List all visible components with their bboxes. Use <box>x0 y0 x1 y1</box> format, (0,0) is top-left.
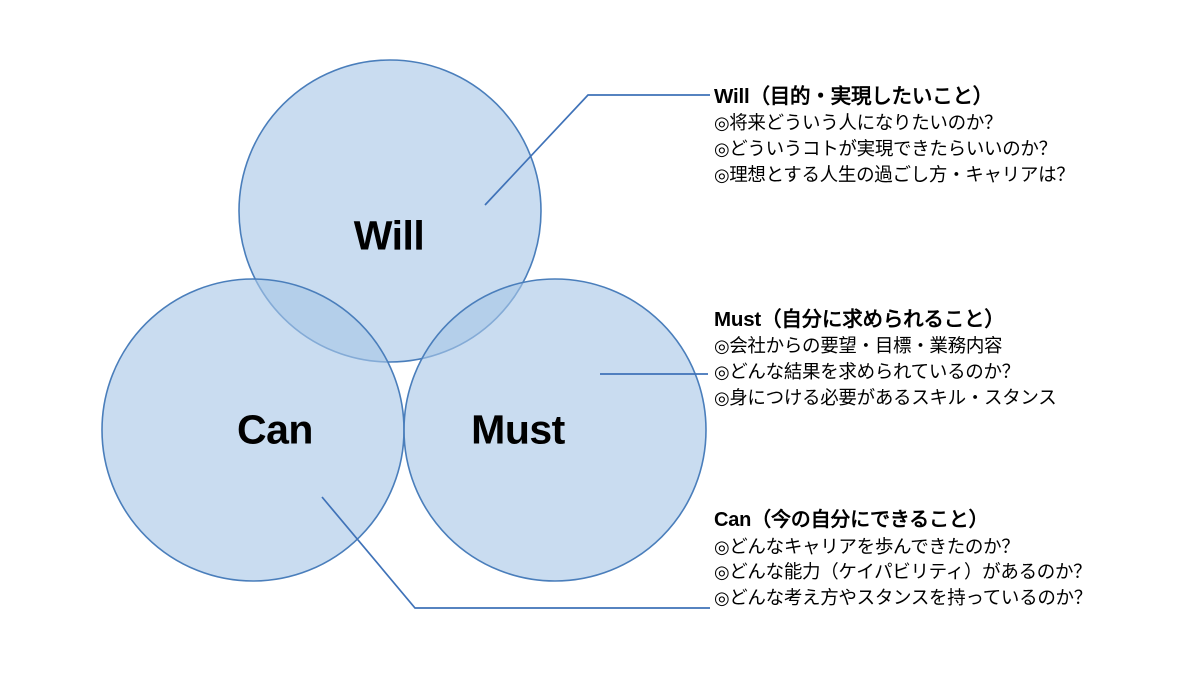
venn-circles <box>101 59 707 582</box>
leader-lines <box>321 94 710 609</box>
bullet-icon: ◎ <box>714 336 730 357</box>
callout-can: Can（今の自分にできること） ◎どんなキャリアを歩んできたのか？ ◎どんな能力… <box>714 508 1092 611</box>
list-item-text: 将来どういう人になりたいのか？ <box>729 112 1003 134</box>
venn-label-will: Will <box>353 212 425 259</box>
venn-circle-must[interactable] <box>403 278 707 582</box>
bullet-icon: ◎ <box>714 113 730 134</box>
list-item: ◎どんな考え方やスタンスを持っているのか？ <box>714 585 1092 611</box>
bullet-icon: ◎ <box>714 387 730 408</box>
list-item: ◎どんな結果を求められているのか？ <box>714 359 1056 385</box>
list-item-text: どういうコトが実現できたらいいのか？ <box>729 138 1057 160</box>
callout-will: Will（目的・実現したいこと） ◎将来どういう人になりたいのか？ ◎どういうコ… <box>714 84 1075 188</box>
will-leader-line <box>484 94 710 206</box>
list-item: ◎どんな能力（ケイパビリティ）があるのか？ <box>714 559 1092 585</box>
callout-will-list: ◎将来どういう人になりたいのか？ ◎どういうコトが実現できたらいいのか？ ◎理想… <box>714 110 1075 188</box>
callout-will-title: Will（目的・実現したいこと） <box>714 85 994 108</box>
venn-label-must: Must <box>471 406 565 453</box>
list-item: ◎将来どういう人になりたいのか？ <box>714 110 1074 136</box>
list-item: ◎会社からの要望・目標・業務内容 <box>714 333 1056 359</box>
can-leader-line <box>321 496 710 609</box>
callout-must: Must（自分に求められること） ◎会社からの要望・目標・業務内容 ◎どんな結果… <box>714 307 1057 411</box>
list-item: ◎理想とする人生の過ごし方・キャリアは？ <box>714 162 1075 188</box>
list-item-text: 理想とする人生の過ごし方・キャリアは？ <box>729 163 1075 185</box>
bullet-icon: ◎ <box>714 536 730 557</box>
callout-must-list: ◎会社からの要望・目標・業務内容 ◎どんな結果を求められているのか？ ◎身につけ… <box>714 333 1057 411</box>
callout-can-list: ◎どんなキャリアを歩んできたのか？ ◎どんな能力（ケイパビリティ）があるのか？ … <box>714 534 1092 611</box>
list-item-text: 身につける必要があるスキル・スタンス <box>729 386 1057 408</box>
bullet-icon: ◎ <box>714 362 730 383</box>
list-item-text: どんな結果を求められているのか？ <box>729 361 1020 383</box>
bullet-icon: ◎ <box>714 164 730 185</box>
list-item: ◎どんなキャリアを歩んできたのか？ <box>714 534 1092 560</box>
list-item: ◎どういうコトが実現できたらいいのか？ <box>714 136 1074 162</box>
list-item-text: どんな考え方やスタンスを持っているのか？ <box>729 587 1092 609</box>
bullet-icon: ◎ <box>714 588 730 609</box>
venn-circle-will[interactable] <box>238 59 542 363</box>
venn-label-can: Can <box>237 406 313 453</box>
callout-can-title: Can（今の自分にできること） <box>714 509 989 531</box>
callout-must-title: Must（自分に求められること） <box>714 308 1005 331</box>
bullet-icon: ◎ <box>714 139 730 160</box>
list-item: ◎身につける必要があるスキル・スタンス <box>714 385 1057 411</box>
list-item-text: どんな能力（ケイパビリティ）があるのか？ <box>729 561 1092 583</box>
list-item-text: どんなキャリアを歩んできたのか？ <box>729 535 1020 557</box>
list-item-text: 会社からの要望・目標・業務内容 <box>729 335 1003 357</box>
bullet-icon: ◎ <box>714 562 730 583</box>
